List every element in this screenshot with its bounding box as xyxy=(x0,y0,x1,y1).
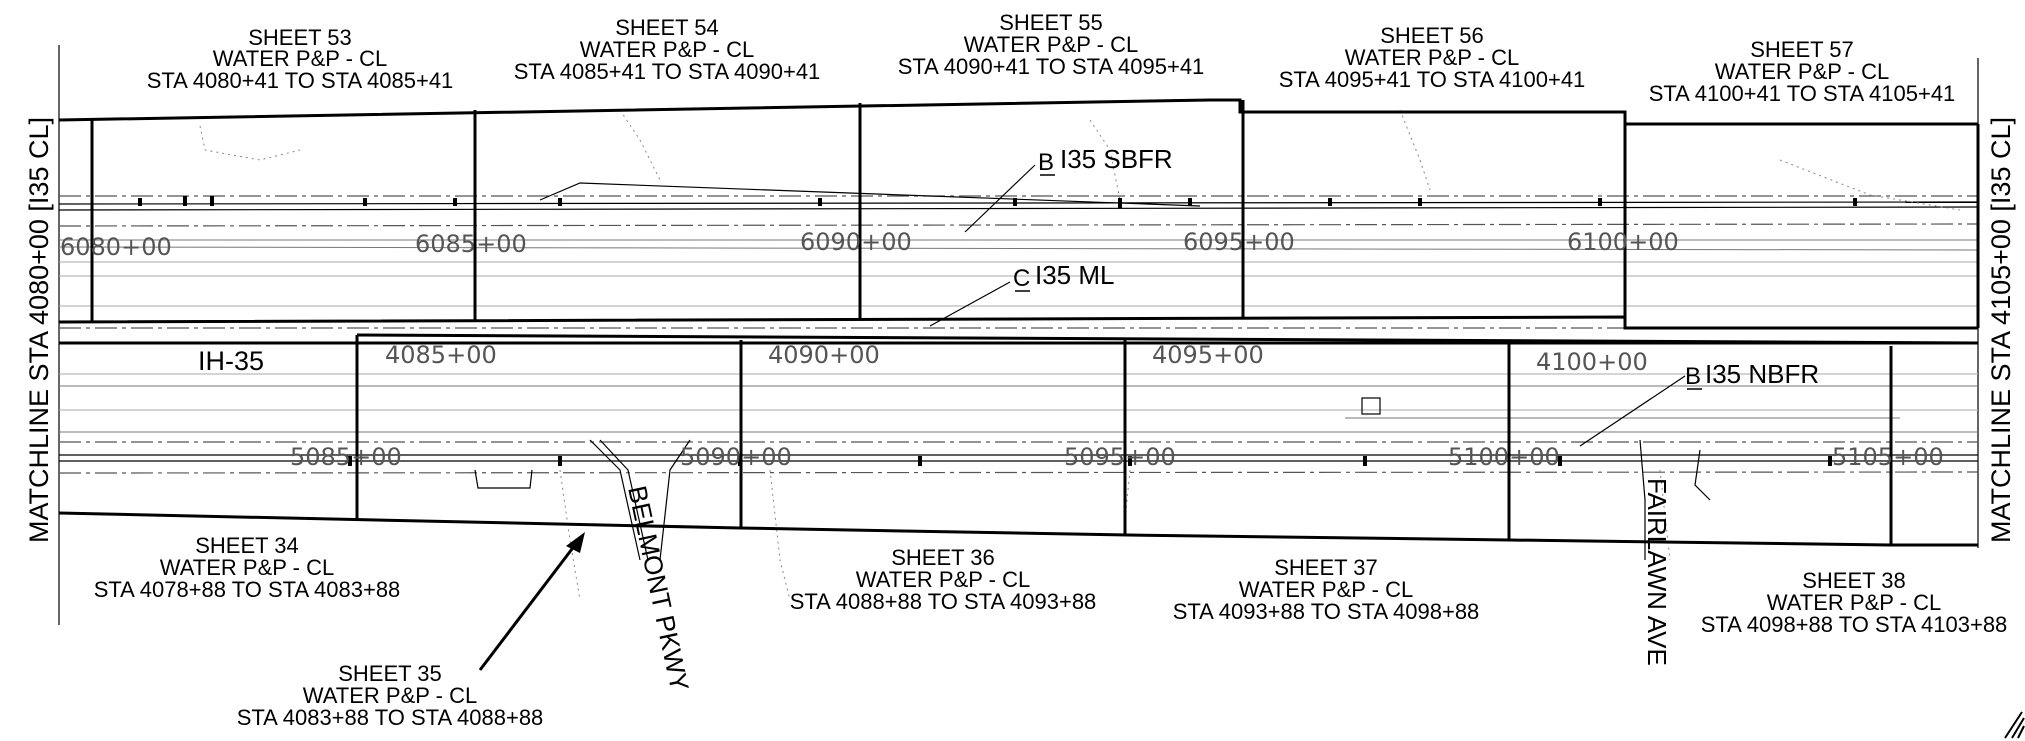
belmont-street-label: BELMONT PKWY xyxy=(622,483,695,694)
station-label: 6085+00 xyxy=(415,230,527,258)
ih35-label: IH-35 xyxy=(198,346,264,376)
sheet-subtitle: WATER P&P - CL xyxy=(1715,59,1889,84)
sheet-station-range: STA 4080+41 TO STA 4085+41 xyxy=(147,68,454,93)
sheet-subtitle: WATER P&P - CL xyxy=(964,32,1138,57)
nbfr-callout: I35 NBFR xyxy=(1705,359,1819,389)
station-label: 5085+00 xyxy=(290,443,402,471)
upper-tick-row xyxy=(138,196,1857,208)
sheet-title: SHEET 35 xyxy=(338,661,442,686)
left-matchline-label: MATCHLINE STA 4080+00 [I35 CL] xyxy=(24,117,54,543)
bottom-sheet-label-35: SHEET 35 WATER P&P - CL STA 4083+88 TO S… xyxy=(237,661,544,730)
station-label: 6095+00 xyxy=(1183,228,1295,256)
upper-roadway-linework xyxy=(58,109,1979,307)
sheet-subtitle: WATER P&P - CL xyxy=(1345,45,1519,70)
station-label: 4090+00 xyxy=(768,341,880,369)
nbfr-leader xyxy=(1579,375,1686,447)
station-label: 4085+00 xyxy=(385,341,497,369)
sheet-subtitle: WATER P&P - CL xyxy=(160,555,334,580)
sheet-title: SHEET 34 xyxy=(195,533,299,558)
ml-leader xyxy=(929,281,1011,327)
sheet-station-range: STA 4085+41 TO STA 4090+41 xyxy=(514,59,821,84)
sheet-station-range: STA 4098+88 TO STA 4103+88 xyxy=(1701,612,2008,637)
sbfr-leader xyxy=(964,164,1036,233)
baseline-symbol-nbfr: B xyxy=(1685,363,1702,390)
sheet-subtitle: WATER P&P - CL xyxy=(303,683,477,708)
svg-text:B: B xyxy=(1685,363,1701,390)
sheet-subtitle: WATER P&P - CL xyxy=(213,46,387,71)
bottom-sheet-label-34: SHEET 34 WATER P&P - CL STA 4078+88 TO S… xyxy=(94,533,401,602)
sheet-station-range: STA 4078+88 TO STA 4083+88 xyxy=(94,577,401,602)
baseline-symbol-sbfr: B xyxy=(1038,149,1055,176)
bottom-sheet-label-37: SHEET 37 WATER P&P - CL STA 4093+88 TO S… xyxy=(1173,555,1480,624)
station-label: 5090+00 xyxy=(680,443,792,471)
station-label: 6090+00 xyxy=(800,228,912,256)
top-sheet-label-56: SHEET 56 WATER P&P - CL STA 4095+41 TO S… xyxy=(1279,23,1586,92)
top-sheet-label-53: SHEET 53 WATER P&P - CL STA 4080+41 TO S… xyxy=(147,25,454,93)
upper-station-labels: 6080+00 6085+00 6090+00 6095+00 6100+00 xyxy=(60,228,1679,261)
sheet-boundaries xyxy=(58,98,1980,547)
station-label: 5100+00 xyxy=(1448,443,1560,471)
station-label: 5095+00 xyxy=(1064,443,1176,471)
bottom-sheet-label-38: SHEET 38 WATER P&P - CL STA 4098+88 TO S… xyxy=(1701,568,2008,637)
sheet-title: SHEET 56 xyxy=(1380,23,1484,48)
sheet-subtitle: WATER P&P - CL xyxy=(1767,590,1941,615)
lower-station-labels: 5085+00 5090+00 5095+00 5100+00 5105+00 xyxy=(290,443,1944,471)
centerline-symbol-ml: C xyxy=(1013,265,1030,292)
station-label: 4100+00 xyxy=(1536,348,1648,376)
sheet-title: SHEET 57 xyxy=(1750,37,1854,62)
sheet-station-range: STA 4083+88 TO STA 4088+88 xyxy=(237,705,544,730)
top-sheet-label-54: SHEET 54 WATER P&P - CL STA 4085+41 TO S… xyxy=(514,15,821,84)
sheet-title: SHEET 36 xyxy=(891,545,995,570)
sheet-subtitle: WATER P&P - CL xyxy=(1239,577,1413,602)
sheet35-arrow-line xyxy=(478,544,577,671)
station-label: 6080+00 xyxy=(60,233,172,261)
ml-callout: I35 ML xyxy=(1035,260,1115,290)
top-sheet-label-55: SHEET 55 WATER P&P - CL STA 4090+41 TO S… xyxy=(898,10,1205,79)
sheet-subtitle: WATER P&P - CL xyxy=(856,567,1030,592)
svg-text:C: C xyxy=(1013,265,1030,292)
sheet-title: SHEET 37 xyxy=(1274,555,1378,580)
sheet-station-range: STA 4093+88 TO STA 4098+88 xyxy=(1173,599,1480,624)
fairlawn-street-label: FAIRLAWN AVE xyxy=(1642,478,1672,666)
right-matchline-label: MATCHLINE STA 4105+00 [I35 CL] xyxy=(1986,117,2016,543)
sheet-station-range: STA 4095+41 TO STA 4100+41 xyxy=(1279,67,1586,92)
sheet-subtitle: WATER P&P - CL xyxy=(580,37,754,62)
mid-station-labels: 4085+00 4090+00 4095+00 4100+00 xyxy=(385,341,1648,376)
sheet-station-range: STA 4090+41 TO STA 4095+41 xyxy=(898,54,1205,79)
sheet-station-range: STA 4100+41 TO STA 4105+41 xyxy=(1649,81,1956,106)
sheet-station-range: STA 4088+88 TO STA 4093+88 xyxy=(790,589,1097,614)
sbfr-callout: I35 SBFR xyxy=(1060,144,1173,174)
sheet-title: SHEET 53 xyxy=(248,25,352,50)
sheet-title: SHEET 38 xyxy=(1802,568,1906,593)
station-label: 6100+00 xyxy=(1567,228,1679,256)
svg-text:B: B xyxy=(1038,149,1054,176)
sheet-title: SHEET 54 xyxy=(615,15,719,40)
sheet-title: SHEET 55 xyxy=(999,10,1103,35)
north-arrow-fragment xyxy=(2004,711,2025,739)
sheet35-arrowhead xyxy=(566,532,585,553)
station-label: 4095+00 xyxy=(1152,341,1264,369)
bottom-sheet-label-36: SHEET 36 WATER P&P - CL STA 4088+88 TO S… xyxy=(790,545,1097,614)
station-label: 5105+00 xyxy=(1832,443,1944,471)
top-sheet-label-57: SHEET 57 WATER P&P - CL STA 4100+41 TO S… xyxy=(1649,37,1956,106)
